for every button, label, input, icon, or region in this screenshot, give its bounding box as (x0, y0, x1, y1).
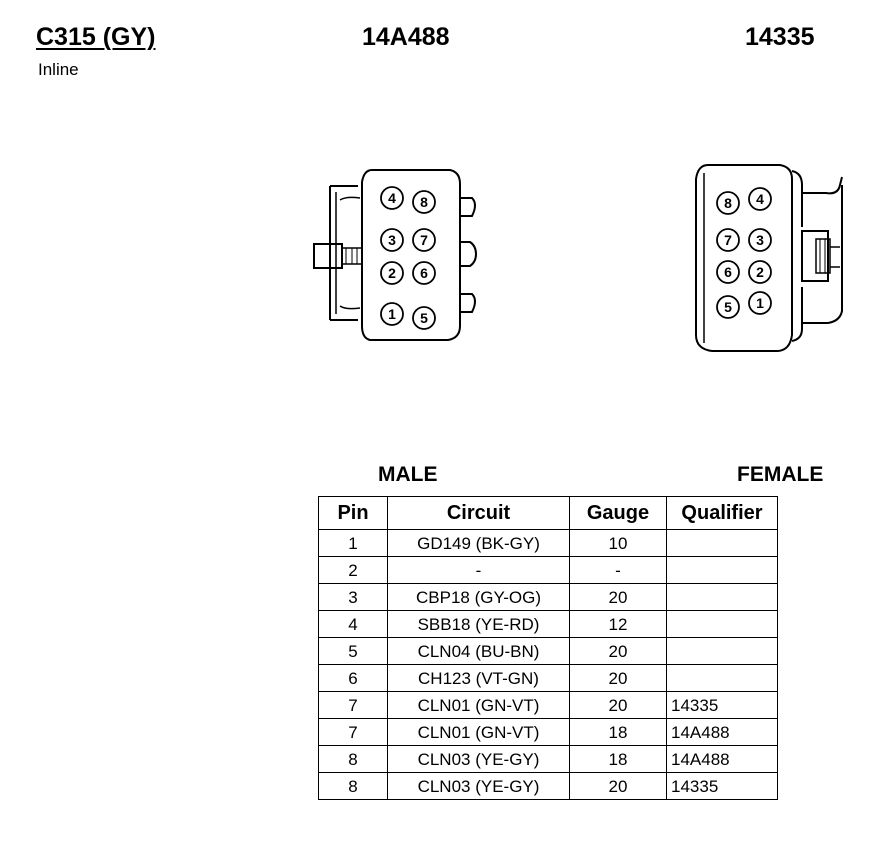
circuit-cell: SBB18 (YE-RD) (387, 610, 570, 638)
gauge-cell: 20 (569, 664, 667, 692)
pin-6-number: 6 (724, 264, 732, 280)
pin-column-header: Pin (318, 496, 388, 530)
gauge-cell: 20 (569, 637, 667, 665)
pin-5-number: 5 (724, 299, 732, 315)
pin-cell: 6 (318, 664, 388, 692)
qualifier-cell (666, 529, 778, 557)
circuit-cell: CLN03 (YE-GY) (387, 772, 570, 800)
pin-cell: 7 (318, 691, 388, 719)
qualifier-cell (666, 610, 778, 638)
pin-cell: 5 (318, 637, 388, 665)
pin-1-number: 1 (756, 295, 764, 311)
male-view-label: MALE (378, 463, 438, 486)
pin-4-circle (748, 187, 772, 211)
pin-2-number: 2 (756, 264, 764, 280)
female-part-number: 14335 (745, 23, 815, 51)
male-pin-grid: 4 3 2 1 8 7 6 5 (380, 186, 436, 330)
pin-cell: 7 (318, 718, 388, 746)
gauge-cell: 18 (569, 718, 667, 746)
circuit-cell: CLN01 (GN-VT) (387, 691, 570, 719)
pin-8-number: 8 (420, 194, 428, 210)
qualifier-cell (666, 556, 778, 584)
gauge-cell: 20 (569, 691, 667, 719)
gauge-cell: 18 (569, 745, 667, 773)
pin-3-circle (380, 228, 404, 252)
pin-cell: 8 (318, 745, 388, 773)
pin-6-circle (412, 261, 436, 285)
pin-1-number: 1 (388, 306, 396, 322)
pin-7-number: 7 (420, 232, 428, 248)
pin-7-number: 7 (724, 232, 732, 248)
female-pin-grid: 8 7 6 5 4 3 2 1 (716, 187, 772, 319)
circuit-column-header: Circuit (387, 496, 570, 530)
qualifier-cell: 14A488 (666, 745, 778, 773)
circuit-cell: GD149 (BK-GY) (387, 529, 570, 557)
pin-cell: 2 (318, 556, 388, 584)
gauge-cell: - (569, 556, 667, 584)
pin-5-circle (412, 306, 436, 330)
female-connector-diagram: 8 7 6 5 4 3 2 1 (695, 164, 843, 352)
pin-2-number: 2 (388, 265, 396, 281)
gauge-column-header: Gauge (569, 496, 667, 530)
qualifier-cell (666, 637, 778, 665)
male-part-number: 14A488 (362, 23, 450, 51)
qualifier-cell (666, 664, 778, 692)
circuit-cell: CLN01 (GN-VT) (387, 718, 570, 746)
pin-5-circle (716, 295, 740, 319)
pin-7-circle (412, 228, 436, 252)
pin-4-circle (380, 186, 404, 210)
circuit-cell: CLN03 (YE-GY) (387, 745, 570, 773)
pin-5-number: 5 (420, 310, 428, 326)
qualifier-cell: 14A488 (666, 718, 778, 746)
pin-3-circle (748, 228, 772, 252)
pin-2-circle (380, 261, 404, 285)
female-view-label: FEMALE (737, 463, 824, 486)
table-row: 2-- (318, 556, 778, 584)
pinout-header-row: Pin Circuit Gauge Qualifier (318, 496, 778, 530)
pin-4-number: 4 (756, 191, 764, 207)
qualifier-column-header: Qualifier (666, 496, 778, 530)
pin-8-circle (716, 191, 740, 215)
gauge-cell: 10 (569, 529, 667, 557)
pin-2-circle (748, 260, 772, 284)
pin-3-number: 3 (388, 232, 396, 248)
pin-cell: 8 (318, 772, 388, 800)
qualifier-cell: 14335 (666, 772, 778, 800)
pin-7-circle (716, 228, 740, 252)
circuit-cell: - (387, 556, 570, 584)
circuit-cell: CH123 (VT-GN) (387, 664, 570, 692)
qualifier-cell (666, 583, 778, 611)
pin-3-number: 3 (756, 232, 764, 248)
pin-cell: 4 (318, 610, 388, 638)
connector-id: C315 (GY) (36, 23, 156, 51)
gauge-cell: 12 (569, 610, 667, 638)
circuit-cell: CBP18 (GY-OG) (387, 583, 570, 611)
qualifier-cell: 14335 (666, 691, 778, 719)
pin-8-number: 8 (724, 195, 732, 211)
connector-location: Inline (38, 60, 79, 79)
pin-6-circle (716, 260, 740, 284)
pin-6-number: 6 (420, 265, 428, 281)
pin-1-circle (748, 291, 772, 315)
pin-8-circle (412, 190, 436, 214)
pin-4-number: 4 (388, 190, 396, 206)
gauge-cell: 20 (569, 583, 667, 611)
pin-cell: 1 (318, 529, 388, 557)
gauge-cell: 20 (569, 772, 667, 800)
male-connector-diagram: 4 3 2 1 8 7 6 5 (313, 169, 478, 341)
pin-cell: 3 (318, 583, 388, 611)
circuit-cell: CLN04 (BU-BN) (387, 637, 570, 665)
pin-1-circle (380, 302, 404, 326)
